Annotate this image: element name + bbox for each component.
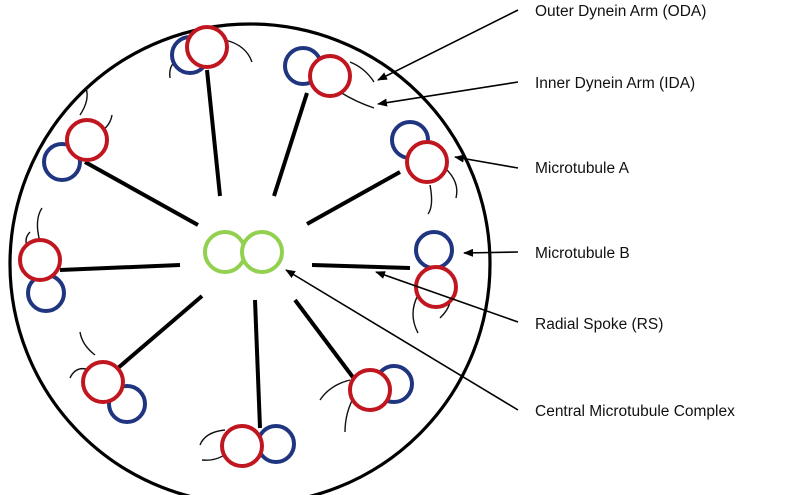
microtubule-a [414,265,458,309]
radial-spoke [84,160,199,227]
radial-spokes [59,69,411,429]
radial-spoke [205,69,222,197]
microtubule-a [220,424,264,468]
ida-arrow [377,81,519,107]
dynein-arm [199,429,226,446]
dynein-arm [224,39,253,63]
radial-spoke [59,263,181,272]
radial-spoke [311,263,411,270]
oda-label: Outer Dynein Arm (ODA) [535,3,706,20]
radial-spoke-arrow [375,271,519,323]
microtubule-a [405,140,449,184]
dynein-arm [319,379,351,401]
oda-arrow [377,9,519,81]
radial-spoke-label: Radial Spoke (RS) [535,316,663,333]
central-microtubule-complex [203,230,284,274]
dynein-arm [79,331,96,356]
microtubule-a [81,360,125,404]
microtubule-a [185,25,229,69]
microtubule-a [308,54,352,98]
microtubule-b-arrow [463,248,519,257]
microtubule-b [414,230,454,270]
ida-label: Inner Dynein Arm (IDA) [535,75,695,92]
dynein-arm [339,91,375,109]
radial-spoke [253,299,262,429]
dynein-arm [79,87,88,116]
axoneme-outline [8,22,492,495]
dynein-arm [427,184,433,215]
dynein-arm [444,167,458,199]
microtubule-a-label: Microtubule A [535,160,630,177]
central-microtubule [240,230,284,274]
radial-spoke [306,170,401,226]
microtubule-a [65,118,109,162]
central-microtubule [203,230,247,274]
microtubule-a [18,238,62,282]
dynein-arm [412,294,419,334]
radial-spoke [293,298,357,382]
microtubule-a [348,368,392,412]
microtubule-a-group [18,25,458,468]
microtubule-b-label: Microtubule B [535,245,630,262]
dynein-arm [349,61,375,83]
central-complex-label: Central Microtubule Complex [535,403,735,420]
microtubule-a-arrow [454,154,519,169]
radial-spoke [272,92,309,197]
radial-spoke [116,294,204,370]
dynein-arm [36,207,43,243]
pointer-arrows [285,9,519,411]
central-complex-arrow [285,269,519,411]
